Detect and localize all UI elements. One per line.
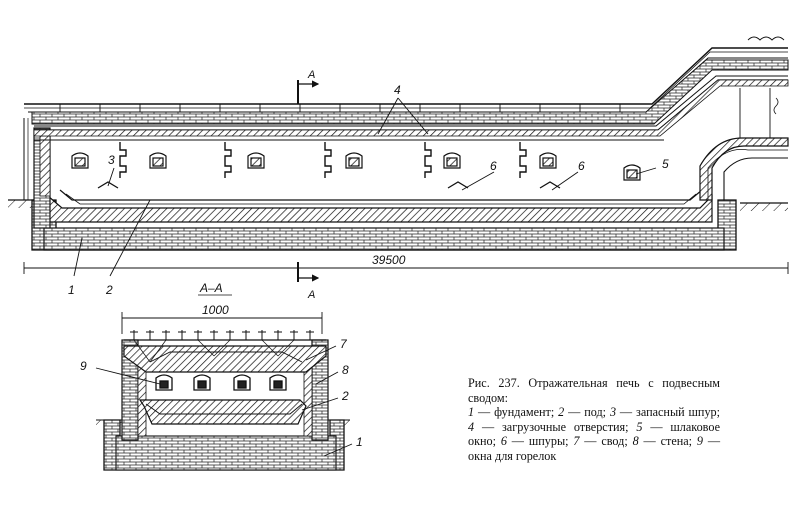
legend-text-3: запасный шпур — [636, 405, 717, 420]
section-hangers — [130, 330, 314, 363]
section-marker-top: А — [307, 69, 315, 81]
length-dimension: 39500 — [23, 253, 789, 274]
section-width: 1000 — [202, 303, 229, 317]
roof — [24, 47, 789, 141]
charging-openings — [71, 152, 557, 169]
buckstays — [119, 142, 527, 178]
legend-text-5: шлаковое окно — [468, 419, 721, 449]
slag-window — [623, 164, 641, 181]
callout-6-b: 6 — [578, 159, 585, 173]
callout-1-long: 1 — [68, 283, 75, 297]
section-hearth — [138, 399, 307, 425]
legend-text-9: окна для горелок — [468, 448, 557, 463]
foundation-top — [43, 227, 725, 251]
legend-num-3: 3 — [609, 405, 617, 420]
legend-num-7: 7 — [573, 434, 580, 449]
overall-length: 39500 — [372, 253, 406, 267]
flue — [699, 36, 789, 201]
legend-num-1: 1 — [468, 405, 475, 420]
callout-3: 3 — [108, 153, 115, 167]
tap-holes — [97, 181, 561, 189]
callout-2-section: 2 — [341, 389, 349, 403]
legend-num-5: 5 — [636, 419, 643, 434]
callout-7: 7 — [340, 337, 348, 351]
callout-6-a: 6 — [490, 159, 497, 173]
section-arch — [123, 345, 327, 373]
cross-section: А–А 1000 — [80, 281, 363, 471]
legend-num-2: 2 — [558, 405, 565, 420]
section-title: А–А — [199, 281, 223, 295]
legend-text-7: свод — [601, 434, 625, 449]
longitudinal-section: А А 39500 4 3 6 6 5 1 2 — [8, 36, 789, 301]
callout-4: 4 — [394, 83, 401, 97]
callouts-section — [95, 345, 353, 457]
legend-text-8: стена — [660, 434, 689, 449]
callout-9: 9 — [80, 359, 87, 373]
figure-caption: Рис. 237. Отражательная печь с подвесным… — [468, 376, 720, 464]
callout-5: 5 — [662, 157, 669, 171]
callout-1-section: 1 — [356, 435, 363, 449]
section-cut-marker: А А — [297, 69, 320, 301]
roof-hangers — [59, 104, 621, 112]
ground-line — [8, 199, 788, 211]
legend-num-4: 4 — [468, 419, 475, 434]
callout-8: 8 — [342, 363, 349, 377]
legend-text-6: шпуры — [528, 434, 566, 449]
legend-num-9: 9 — [696, 434, 703, 449]
legend-num-8: 8 — [632, 434, 639, 449]
section-marker-bottom: А — [307, 289, 315, 301]
callout-2-long: 2 — [105, 283, 113, 297]
legend-num-6: 6 — [500, 434, 507, 449]
legend-text-2: под — [584, 405, 603, 420]
burner-windows — [155, 374, 287, 391]
width-dimension: 1000 — [121, 303, 323, 334]
legend-text-4: загрузочные отверстия — [501, 419, 626, 434]
callouts-longitudinal — [73, 97, 657, 277]
legend-text-1: фундамент — [494, 405, 551, 420]
caption-legend: 1 — фундамент; 2 — под; 3 — запасный шпу… — [468, 405, 721, 463]
caption-title: Рис. 237. Отражательная печь с подвесным… — [468, 376, 720, 405]
